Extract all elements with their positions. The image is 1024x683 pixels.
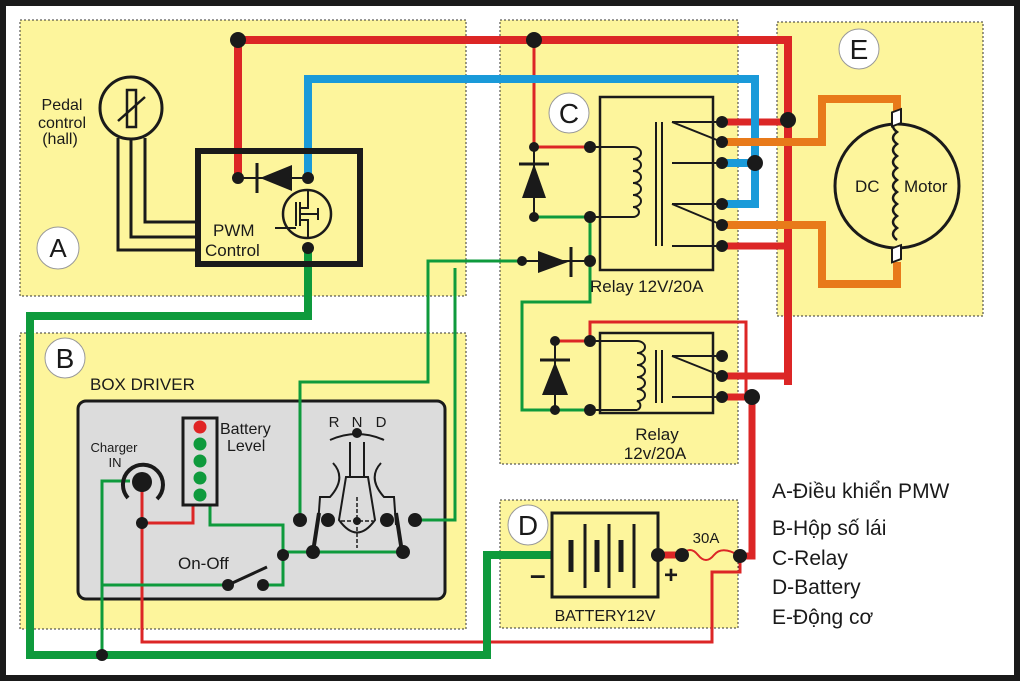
- charger-port-icon: [120, 462, 165, 501]
- battery-led-green: [193, 454, 207, 468]
- legend-item: A-Điều khiển PMW: [772, 480, 950, 503]
- relay-2-label-1: Relay: [635, 425, 679, 444]
- svg-text:N: N: [352, 414, 363, 431]
- relay-terminals: [517, 112, 796, 416]
- junction: [526, 32, 542, 48]
- pedal-arrow-icon: [117, 96, 146, 122]
- mosfet-symbol: [295, 190, 319, 238]
- svg-text:D: D: [518, 510, 538, 541]
- legend: A-Điều khiển PMW B-Hộp số lái C-Relay D-…: [772, 480, 950, 629]
- wire-charger-positive: [140, 488, 742, 644]
- wire-charger-negative: [100, 479, 130, 655]
- battery-led-green: [193, 437, 207, 451]
- wire-led-positive: [142, 505, 195, 525]
- relay-1-coil-icon: [590, 146, 642, 218]
- battery-minus: –: [530, 559, 546, 590]
- wire-gear-d: [415, 268, 457, 522]
- pwm-controller-box: [195, 148, 363, 267]
- relay-2-coil-icon: [590, 340, 646, 411]
- legend-item: E-Động cơ: [772, 606, 874, 629]
- battery-label: BATTERY12V: [555, 608, 656, 625]
- svg-text:C: C: [559, 98, 579, 129]
- relay-2-label-2: 12v/20A: [624, 444, 687, 463]
- pedal-sensor-icon: [98, 75, 164, 141]
- on-off-switch-icon: [227, 565, 268, 587]
- badge-e: E: [838, 28, 880, 70]
- switch-label: On-Off: [178, 554, 229, 573]
- box-driver-case: [76, 399, 447, 601]
- motor-label-1: DC: [855, 177, 880, 196]
- relay-1: [598, 95, 715, 272]
- panel-c: [499, 19, 739, 465]
- diode-icon: [260, 165, 292, 191]
- badge-a: A: [36, 226, 80, 270]
- pedal-label-1: Pedal: [42, 97, 83, 114]
- wire-motor-b: [722, 221, 901, 288]
- pwm-label-1: PWM: [213, 221, 255, 240]
- panel-e: [776, 21, 984, 317]
- wire-switch-out: [208, 505, 403, 587]
- junction: [232, 172, 244, 184]
- junction: [302, 172, 314, 184]
- badge-c: C: [548, 92, 590, 134]
- junction: [230, 32, 246, 48]
- legend-item: B-Hộp số lái: [772, 517, 886, 540]
- fuse-label: 30A: [693, 530, 720, 547]
- wire-relay1-coil-negative: [520, 215, 592, 412]
- charger-pin: [132, 472, 152, 492]
- charger-label-2: IN: [109, 455, 122, 470]
- charger-label-1: Charger: [91, 440, 139, 455]
- junction: [302, 242, 314, 254]
- pedal-label-2: control: [38, 115, 86, 132]
- relay-2-diode-icon: [542, 362, 568, 395]
- relay-1-diode-icon: [522, 164, 546, 198]
- fuse-icon: [681, 549, 741, 561]
- motor-winding-icon: [891, 119, 900, 241]
- battery-led-green: [193, 488, 207, 502]
- junction: [136, 517, 148, 529]
- battery-leds: [193, 420, 207, 502]
- svg-text:B: B: [56, 343, 75, 374]
- battery-level-label-1: Battery: [220, 421, 271, 438]
- relay-1-contacts: [671, 121, 723, 247]
- pedal-resistor-icon: [125, 88, 138, 129]
- svg-text:R: R: [329, 414, 340, 431]
- wire-pedal-3: [143, 138, 200, 224]
- box-driver-title: BOX DRIVER: [90, 375, 195, 394]
- battery-level-label-2: Level: [227, 438, 265, 455]
- battery-cells-icon: [568, 524, 636, 588]
- badge-b: B: [44, 337, 86, 379]
- legend-item: C-Relay: [772, 547, 848, 570]
- gear-selector-icon: R N D: [293, 414, 422, 559]
- svg-text:D: D: [376, 414, 387, 431]
- junction: [96, 649, 108, 661]
- wire-pedal-2: [129, 138, 200, 239]
- wire-motor-a: [722, 95, 901, 146]
- svg-text:A: A: [49, 233, 67, 263]
- badge-d: D: [507, 504, 549, 546]
- relay-1-core: [655, 122, 663, 246]
- panel-a: [19, 19, 467, 297]
- legend-item: D-Battery: [772, 576, 861, 599]
- wire-gear-r: [298, 259, 522, 520]
- battery-led-red: [193, 420, 207, 434]
- pedal-label-3: (hall): [42, 131, 78, 148]
- wire-negative-main: [26, 248, 552, 659]
- relay-1-label: Relay 12V/20A: [590, 277, 704, 296]
- wire-positive-main: [234, 36, 792, 385]
- battery-level-indicator: [181, 416, 219, 507]
- svg-text:E: E: [850, 34, 869, 65]
- battery-led-green: [193, 471, 207, 485]
- pwm-label-2: Control: [205, 241, 260, 260]
- wire-pedal-1: [116, 138, 200, 252]
- motor-label-2: Motor: [904, 177, 948, 196]
- battery-plus: +: [664, 562, 678, 589]
